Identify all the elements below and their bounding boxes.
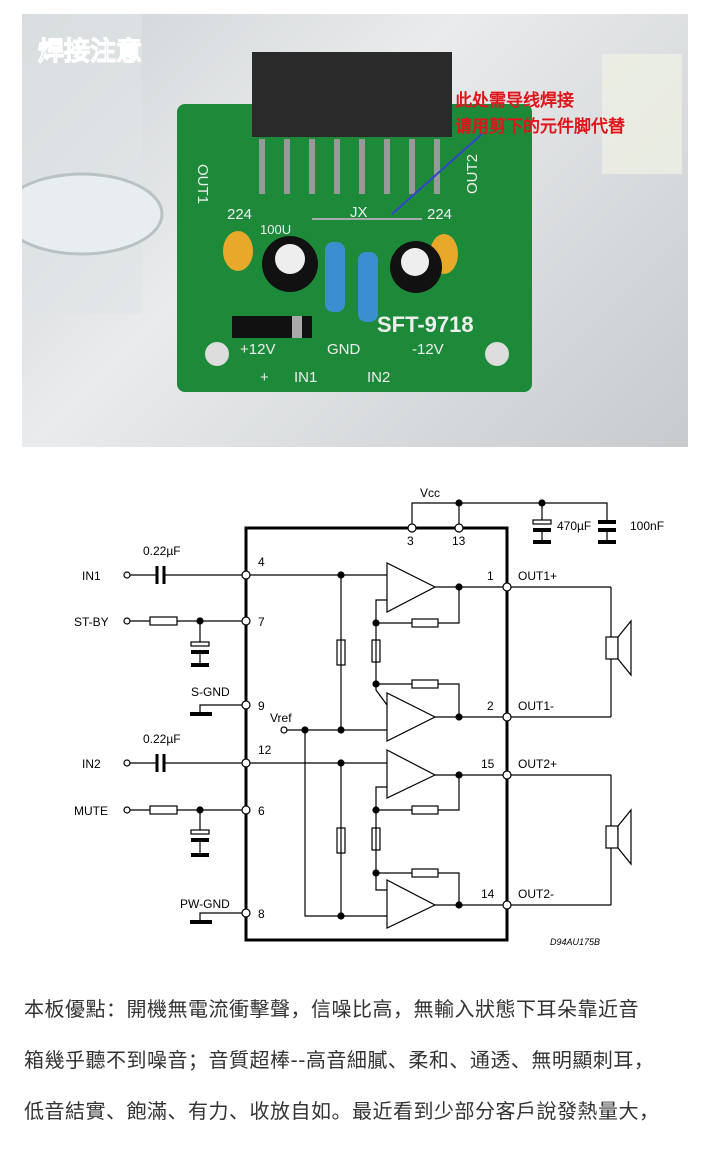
label-pwgnd: PW-GND bbox=[180, 897, 230, 911]
pin-4: 4 bbox=[258, 555, 265, 569]
label-stby: ST-BY bbox=[74, 615, 109, 629]
label-out1-plus: OUT1+ bbox=[518, 569, 557, 583]
photo-title: 焊接注意 bbox=[38, 36, 142, 66]
amplifier-schematic: Vcc 3 13 470µF 100nF 0.22µF IN1 4 ST-BY … bbox=[74, 486, 664, 947]
ceramic-cap bbox=[223, 231, 253, 271]
board-model: SFT-9718 bbox=[377, 312, 474, 337]
label-gnd: GND bbox=[327, 341, 361, 358]
pin-1: 1 bbox=[487, 569, 494, 583]
pcb-photo-drawing: OUT1 OUT2 224 224 100U JX SFT-9718 +12V … bbox=[22, 14, 682, 392]
pin-12: 12 bbox=[258, 743, 272, 757]
label-jx: JX bbox=[350, 204, 368, 221]
label-sgnd: S-GND bbox=[191, 685, 230, 699]
pin-8: 8 bbox=[258, 907, 265, 921]
label-in1: IN1 bbox=[294, 369, 317, 386]
product-photo: OUT1 OUT2 224 224 100U JX SFT-9718 +12V … bbox=[22, 14, 688, 447]
label-vref: Vref bbox=[270, 711, 292, 725]
label-cap-right: 224 bbox=[427, 206, 452, 223]
pin-6: 6 bbox=[258, 804, 265, 818]
label-mute: MUTE bbox=[74, 804, 108, 818]
pin-9: 9 bbox=[258, 699, 265, 713]
pin-3: 3 bbox=[407, 534, 414, 548]
note-line-2: 请用剪下的元件脚代替 bbox=[455, 116, 626, 136]
label-out1: OUT1 bbox=[194, 164, 211, 204]
label-elcap: 100U bbox=[260, 222, 291, 237]
label-in2: IN2 bbox=[82, 757, 101, 771]
label-out2-minus: OUT2- bbox=[518, 887, 554, 901]
label-minus12v: -12V bbox=[412, 341, 444, 358]
body-text-line-2: 箱幾乎聽不到噪音；音質超棒--高音細膩、柔和、通透、無明顯刺耳， bbox=[24, 1048, 655, 1072]
label-vcc: Vcc bbox=[420, 486, 440, 500]
arrow-icon bbox=[391, 133, 483, 215]
label-in1: IN1 bbox=[82, 569, 101, 583]
label-cap-left: 224 bbox=[227, 206, 252, 223]
label-in2-cap: 0.22µF bbox=[143, 732, 181, 746]
label-in2: IN2 bbox=[367, 369, 390, 386]
body-text-line-3: 低音結實、飽滿、有力、收放自如。最近看到少部分客戶說發熱量大， bbox=[24, 1099, 660, 1123]
pin-14: 14 bbox=[481, 887, 495, 901]
label-470uf: 470µF bbox=[557, 519, 591, 533]
label-out2-plus: OUT2+ bbox=[518, 757, 557, 771]
label-100nf: 100nF bbox=[630, 519, 664, 533]
ic-heatsink bbox=[252, 52, 452, 137]
speaker-1-icon bbox=[605, 619, 632, 677]
pin-2: 2 bbox=[487, 699, 494, 713]
label-out2: OUT2 bbox=[464, 154, 481, 194]
pin-7: 7 bbox=[258, 615, 265, 629]
pin-13: 13 bbox=[452, 534, 466, 548]
speaker-2-icon bbox=[605, 808, 632, 866]
note-line-1: 此处需导线焊接 bbox=[455, 90, 574, 110]
diagram-ref: D94AU175B bbox=[550, 937, 600, 947]
label-out1-minus: OUT1- bbox=[518, 699, 554, 713]
label-pin-plus: + bbox=[260, 369, 269, 386]
label-plus12v: +12V bbox=[240, 341, 275, 358]
label-in1-cap: 0.22µF bbox=[143, 544, 181, 558]
pin-15: 15 bbox=[481, 757, 495, 771]
ic-outline bbox=[244, 526, 509, 942]
body-text-line-1: 本板優點：開機無電流衝擊聲，信噪比高，無輸入狀態下耳朵靠近音 bbox=[24, 997, 639, 1021]
